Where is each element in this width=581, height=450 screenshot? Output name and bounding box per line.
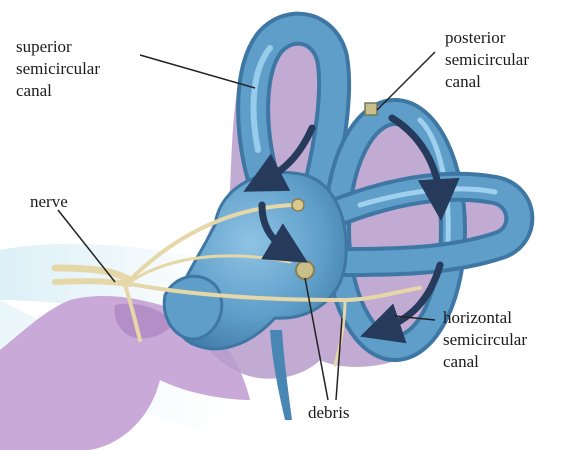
label-superior: superior semicircular canal <box>16 37 104 100</box>
debris-particle-icon <box>296 261 314 279</box>
label-posterior: posterior semicircular canal <box>445 28 533 91</box>
debris-particle-icon <box>292 199 304 211</box>
label-nerve: nerve <box>30 192 68 211</box>
leader-superior <box>140 55 255 88</box>
debris-particle-icon <box>365 103 377 115</box>
label-debris: debris <box>308 403 350 422</box>
label-horizontal: horizontal semicircular canal <box>443 308 531 371</box>
